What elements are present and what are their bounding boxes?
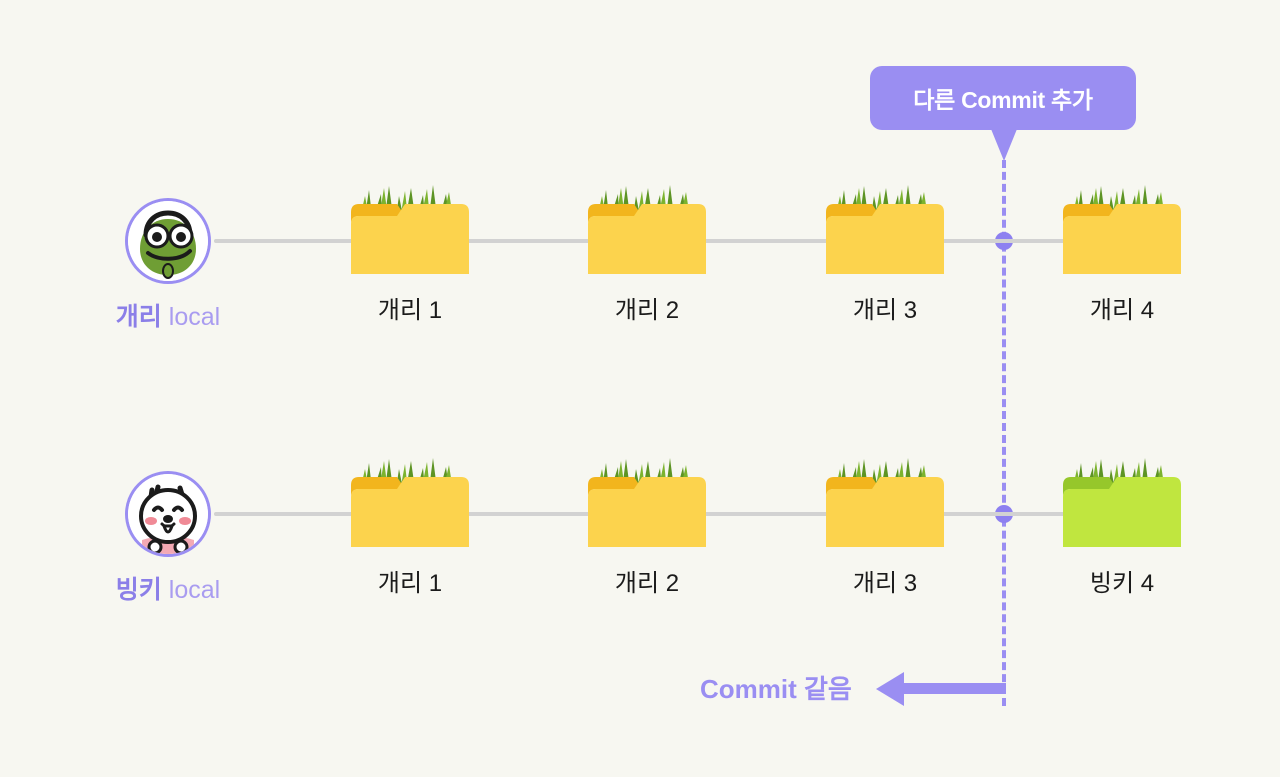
node-gary-3[interactable]: 개리 3 [820, 182, 950, 324]
folder-icon-green [1057, 455, 1187, 555]
actor-name-gary: 개리 [115, 303, 162, 331]
node-label: 개리 2 [614, 297, 680, 324]
node-binky-1[interactable]: 개리 1 [345, 455, 475, 597]
node-label: 개리 2 [614, 570, 680, 597]
node-binky-3[interactable]: 개리 3 [820, 455, 950, 597]
node-label: 개리 4 [1089, 297, 1155, 324]
node-label: 개리 3 [852, 570, 918, 597]
avatar-frog [125, 198, 211, 284]
actor-name-binky: 빙키 [115, 576, 162, 604]
folder-icon-yellow [582, 182, 712, 282]
node-gary-1[interactable]: 개리 1 [345, 182, 475, 324]
folder-icon-yellow [820, 455, 950, 555]
actor-scope-binky: local [168, 576, 221, 604]
frog-avatar-icon [128, 201, 208, 281]
actor-scope-gary: local [168, 303, 221, 331]
node-binky-2[interactable]: 개리 2 [582, 455, 712, 597]
folder-icon-yellow [582, 455, 712, 555]
actor-label-gary: 개리 local [78, 297, 258, 333]
node-binky-4[interactable]: 빙키 4 [1057, 455, 1187, 597]
commit-divider-line [1002, 148, 1006, 706]
node-label: 빙키 4 [1089, 570, 1155, 597]
bottom-annotation-arrow-icon [876, 672, 1006, 706]
node-label: 개리 1 [377, 297, 443, 324]
folder-icon-yellow [820, 182, 950, 282]
node-label: 개리 1 [377, 570, 443, 597]
arrow-shaft [902, 683, 1006, 694]
actor-label-binky: 빙키 local [78, 570, 258, 606]
dog-avatar-icon [128, 474, 208, 554]
node-gary-4[interactable]: 개리 4 [1057, 182, 1187, 324]
bottom-annotation-text: Commit 같음 [700, 674, 852, 704]
node-gary-2[interactable]: 개리 2 [582, 182, 712, 324]
folder-icon-yellow [1057, 182, 1187, 282]
folder-icon-yellow [345, 182, 475, 282]
node-label: 개리 3 [852, 297, 918, 324]
arrow-head [876, 672, 904, 706]
folder-icon-yellow [345, 455, 475, 555]
callout-bubble: 다른 Commit 추가 [870, 66, 1136, 130]
avatar-dog [125, 471, 211, 557]
callout-text: 다른 Commit 추가 [913, 87, 1093, 113]
